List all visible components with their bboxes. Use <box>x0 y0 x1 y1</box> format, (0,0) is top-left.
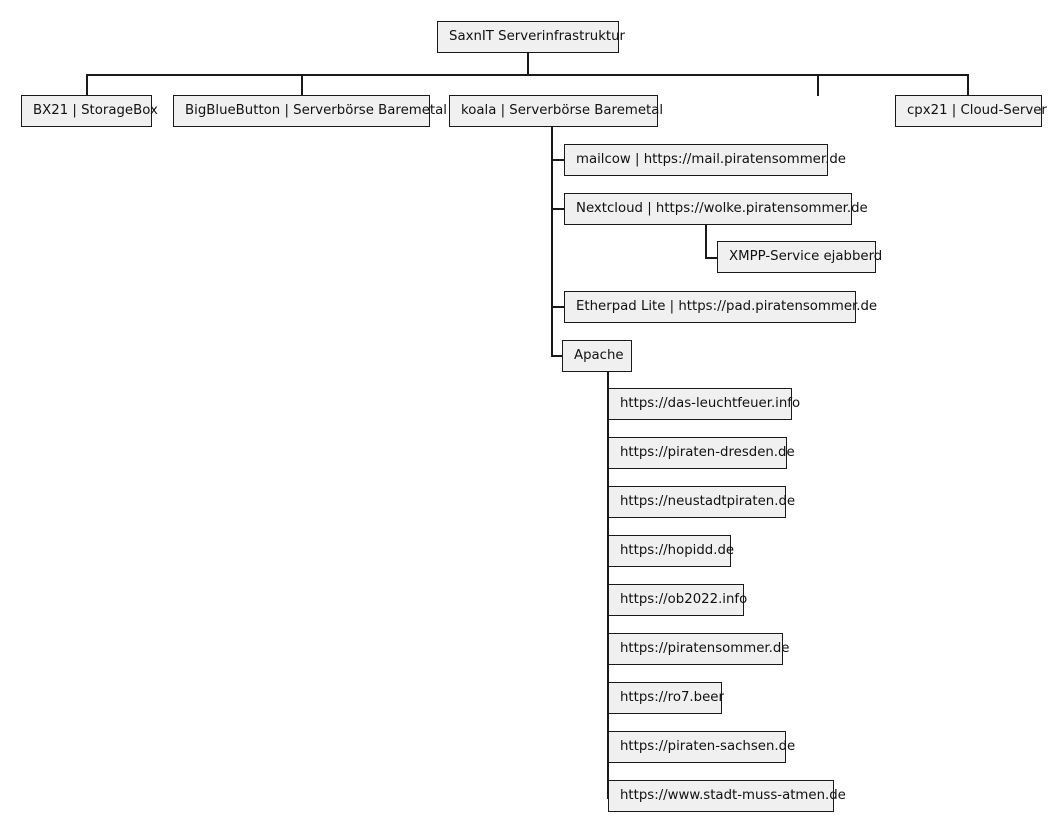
node-site-ro7-beer[interactable]: https://ro7.beer <box>608 682 724 714</box>
edge-drop-cpx21 <box>967 74 969 96</box>
node-site-ob2022[interactable]: https://ob2022.info <box>608 584 748 616</box>
node-site-das-leuchtfeuer[interactable]: https://das-leuchtfeuer.info <box>608 388 800 420</box>
node-site-hopidd[interactable]: https://hopidd.de <box>608 535 735 567</box>
node-cpx21-cloud-server[interactable]: cpx21 | Cloud-Server <box>895 95 1047 127</box>
node-site-piratensommer-label: https://piratensommer.de <box>620 641 790 656</box>
node-site-stadt-muss-atmen[interactable]: https://www.stadt-muss-atmen.de <box>608 780 846 812</box>
node-bigbluebutton-label: BigBlueButton | Serverbörse Baremetal <box>185 103 447 118</box>
node-site-piraten-dresden-label: https://piraten-dresden.de <box>620 445 795 460</box>
edge-nextcloud-stub-xmpp <box>705 257 718 259</box>
node-koala[interactable]: koala | Serverbörse Baremetal <box>449 95 663 127</box>
node-site-neustadtpiraten-label: https://neustadtpiraten.de <box>620 494 796 509</box>
node-apache[interactable]: Apache <box>562 340 632 372</box>
node-site-stadt-muss-atmen-label: https://www.stadt-muss-atmen.de <box>620 788 846 803</box>
node-bx21-storagebox[interactable]: BX21 | StorageBox <box>21 95 158 127</box>
edge-koala-trunk <box>551 127 553 356</box>
edge-apache-trunk <box>607 371 609 799</box>
edge-koala-stub-nextcloud <box>551 208 565 210</box>
edge-drop-bx21 <box>86 74 88 96</box>
node-nextcloud-label: Nextcloud | https://wolke.piratensommer.… <box>576 201 868 216</box>
node-site-neustadtpiraten[interactable]: https://neustadtpiraten.de <box>608 486 795 518</box>
node-xmpp-service-ejabberd[interactable]: XMPP-Service ejabberd <box>717 241 882 273</box>
node-nextcloud[interactable]: Nextcloud | https://wolke.piratensommer.… <box>564 193 868 225</box>
edge-nextcloud-trunk <box>705 224 707 258</box>
node-site-piraten-sachsen[interactable]: https://piraten-sachsen.de <box>608 731 795 763</box>
node-koala-label: koala | Serverbörse Baremetal <box>461 103 664 118</box>
node-site-ro7-beer-label: https://ro7.beer <box>620 690 724 705</box>
edge-root-stem <box>527 52 529 75</box>
node-site-piraten-dresden[interactable]: https://piraten-dresden.de <box>608 437 795 469</box>
node-site-piraten-sachsen-label: https://piraten-sachsen.de <box>620 739 796 754</box>
node-apache-label: Apache <box>574 348 624 363</box>
node-mailcow-label: mailcow | https://mail.piratensommer.de <box>576 152 846 167</box>
node-cpx21-cloud-server-label: cpx21 | Cloud-Server <box>907 103 1047 118</box>
node-site-ob2022-label: https://ob2022.info <box>620 592 748 607</box>
node-root[interactable]: SaxnIT Serverinfrastruktur <box>437 21 625 53</box>
edge-koala-stub-etherpad <box>551 306 565 308</box>
edge-level1-bus <box>86 74 968 76</box>
node-root-label: SaxnIT Serverinfrastruktur <box>449 29 626 44</box>
node-site-piratensommer[interactable]: https://piratensommer.de <box>608 633 789 665</box>
node-mailcow[interactable]: mailcow | https://mail.piratensommer.de <box>564 144 846 176</box>
edge-koala-stub-mailcow <box>551 159 565 161</box>
node-bx21-storagebox-label: BX21 | StorageBox <box>33 103 158 118</box>
node-xmpp-service-ejabberd-label: XMPP-Service ejabberd <box>729 249 883 264</box>
edge-drop-koala <box>817 74 819 96</box>
edge-koala-stub-apache <box>551 355 563 357</box>
node-bigbluebutton[interactable]: BigBlueButton | Serverbörse Baremetal <box>173 95 447 127</box>
node-etherpad-lite-label: Etherpad Lite | https://pad.piratensomme… <box>576 299 878 314</box>
edge-drop-bigbluebutton <box>301 74 303 96</box>
node-site-hopidd-label: https://hopidd.de <box>620 543 735 558</box>
node-etherpad-lite[interactable]: Etherpad Lite | https://pad.piratensomme… <box>564 291 877 323</box>
node-site-das-leuchtfeuer-label: https://das-leuchtfeuer.info <box>620 396 801 411</box>
